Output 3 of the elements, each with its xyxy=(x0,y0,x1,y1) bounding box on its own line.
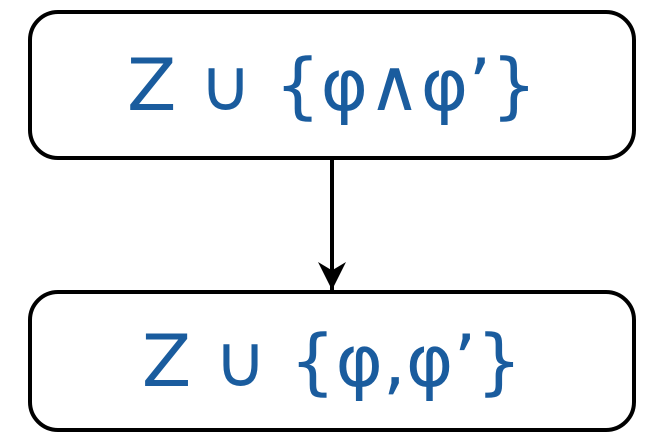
arrow xyxy=(318,160,346,290)
process-box xyxy=(28,10,636,160)
process-box xyxy=(28,290,636,432)
